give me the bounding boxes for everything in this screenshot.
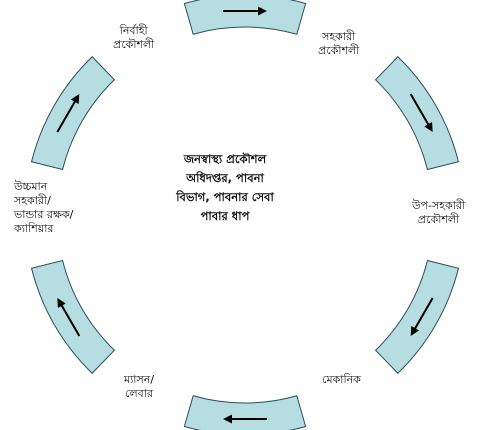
cycle-segment-lower-right [374, 259, 460, 374]
flow-arrow-lower-left [59, 302, 81, 337]
flow-arrowhead-bottom [223, 414, 232, 424]
cycle-segment-upper-right [374, 56, 460, 171]
flow-arrow-lower-right [412, 297, 434, 332]
flow-arrowhead-lower-left [57, 297, 66, 308]
flow-arrowhead-upper-left [70, 93, 80, 104]
flow-arrowhead-upper-right [424, 122, 433, 133]
center-title-line: অধিদপ্তর, পাবনা [186, 171, 264, 185]
flow-arrowhead-top [258, 6, 267, 16]
center-title-line: বিভাগ, পাবনার সেবা [176, 190, 274, 204]
flow-arrow-upper-right [409, 93, 431, 128]
cycle-segment-lower-left [30, 259, 116, 374]
center-title-line: জনস্বাস্থ্য প্রকৌশল [183, 152, 267, 166]
step-label-sub-assistant-engineer: উপ-সহকারী প্রকৌশলী [412, 199, 466, 226]
step-label-mechanic: মেকানিক [322, 373, 361, 386]
flow-arrow-upper-left [56, 98, 78, 133]
step-label-upper-division-assistant: উচ্চমান সহকারী/ ভান্ডার রক্ষক/ ক্যাশিয়া… [14, 180, 74, 235]
center-title-line: পাবার ধাপ [200, 209, 250, 223]
step-label-executive-engineer: নির্বাহী প্রকৌশলী [113, 24, 155, 51]
cycle-segments [30, 0, 460, 430]
cycle-segment-top [183, 0, 307, 35]
step-label-mason-labour: ম্যাসন/ লেবার [124, 373, 155, 400]
cycle-segment-upper-left [30, 56, 116, 171]
step-label-assistant-engineer: সহকারী প্রকৌশলী [318, 30, 360, 57]
cycle-segment-bottom [183, 395, 307, 430]
center-title: জনস্বাস্থ্য প্রকৌশল অধিদপ্তর, পাবনা বিভা… [150, 150, 300, 226]
flow-arrowhead-lower-right [410, 326, 420, 337]
